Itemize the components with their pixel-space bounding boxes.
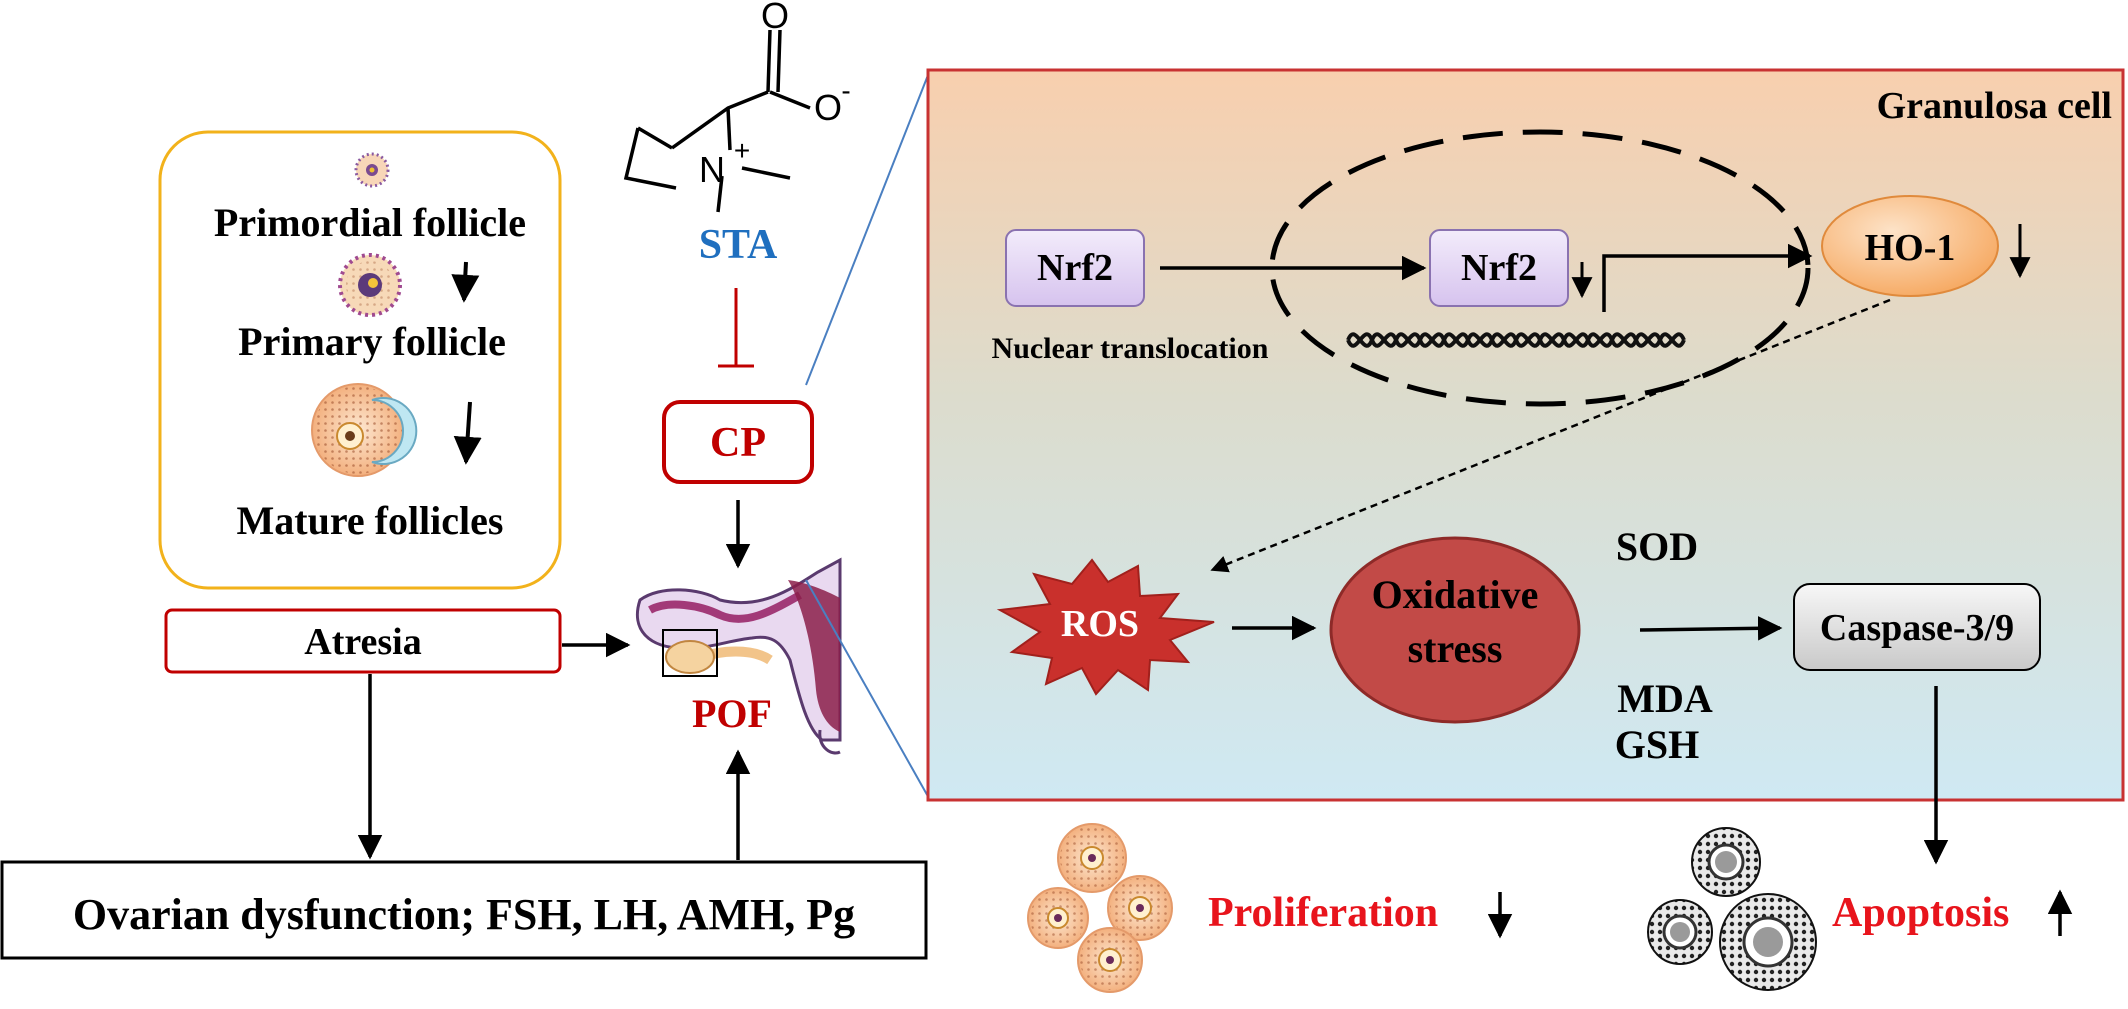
apoptosis-label: Apoptosis: [1832, 890, 2009, 936]
sta-molecule-structure: [623, 29, 811, 213]
primordial-follicle-label: Primordial follicle: [214, 200, 526, 245]
oxidative-stress-line2: stress: [1408, 626, 1503, 671]
ho1-label: HO-1: [1865, 227, 1956, 269]
arrow-ho1-to-ros: [1210, 298, 1891, 573]
ovarian-dysfunction-box: [0, 860, 928, 960]
mda-label: MDA: [1617, 676, 1713, 721]
oxidative-stress-oval: [1329, 536, 1581, 724]
zoom-line-top: [805, 69, 931, 386]
sta-label: STA: [699, 222, 778, 268]
arrow-transcription-ho1: [1602, 243, 1813, 312]
nrf2-cytoplasm-box: [1005, 229, 1145, 307]
gsh-label: GSH: [1615, 722, 1699, 767]
apoptotic-cells-icon: [1647, 827, 1817, 991]
zoom-line-bottom: [805, 579, 931, 801]
molecule-oxygen-top: O: [761, 0, 789, 36]
molecule-nitrogen: N: [699, 149, 725, 190]
arrow-primary-to-mature: [453, 401, 482, 465]
ros-label: ROS: [1061, 603, 1139, 645]
nrf2-nuclear-label: Nrf2: [1461, 247, 1537, 289]
nrf2-nuclear-box: [1429, 229, 1569, 307]
atresia-label: Atresia: [304, 621, 422, 663]
molecule-oxygen-minus: O: [814, 87, 842, 128]
cp-label: CP: [710, 420, 766, 466]
arrow-primordial-to-primary: [451, 261, 480, 303]
primary-follicle-icon: [338, 253, 402, 317]
ovarian-dysfunction-label: Ovarian dysfunction; FSH, LH, AMH, Pg: [73, 890, 855, 939]
ros-burst-shape: [996, 558, 1215, 696]
proliferating-cells-icon: [1027, 823, 1173, 993]
follicle-frame: [158, 130, 562, 590]
caspase-label: Caspase-3/9: [1820, 607, 2014, 649]
ho1-oval: [1821, 195, 1999, 297]
mature-follicles-label: Mature follicles: [237, 498, 504, 543]
nrf2-cytoplasm-label: Nrf2: [1037, 247, 1113, 289]
sod-label: SOD: [1616, 524, 1698, 569]
proliferation-label: Proliferation: [1208, 890, 1438, 936]
mature-follicle-icon: [311, 383, 418, 477]
molecule-plus-sign: +: [734, 135, 750, 166]
primary-follicle-label: Primary follicle: [238, 319, 506, 364]
cp-box: [662, 400, 814, 484]
arrow-oxidative-to-caspase: [1639, 616, 1783, 641]
primordial-follicle-icon: [354, 152, 390, 188]
dna-strand-icon: [1346, 332, 1686, 348]
nuclear-translocation-label: Nuclear translocation: [992, 332, 1269, 365]
pof-label: POF: [692, 691, 772, 736]
molecule-minus-sign: -: [841, 75, 850, 106]
granulosa-cell-title: Granulosa cell: [1877, 85, 2112, 127]
caspase-box: [1793, 583, 2041, 671]
oxidative-stress-line1: Oxidative: [1372, 572, 1539, 617]
atresia-box: [164, 608, 562, 674]
